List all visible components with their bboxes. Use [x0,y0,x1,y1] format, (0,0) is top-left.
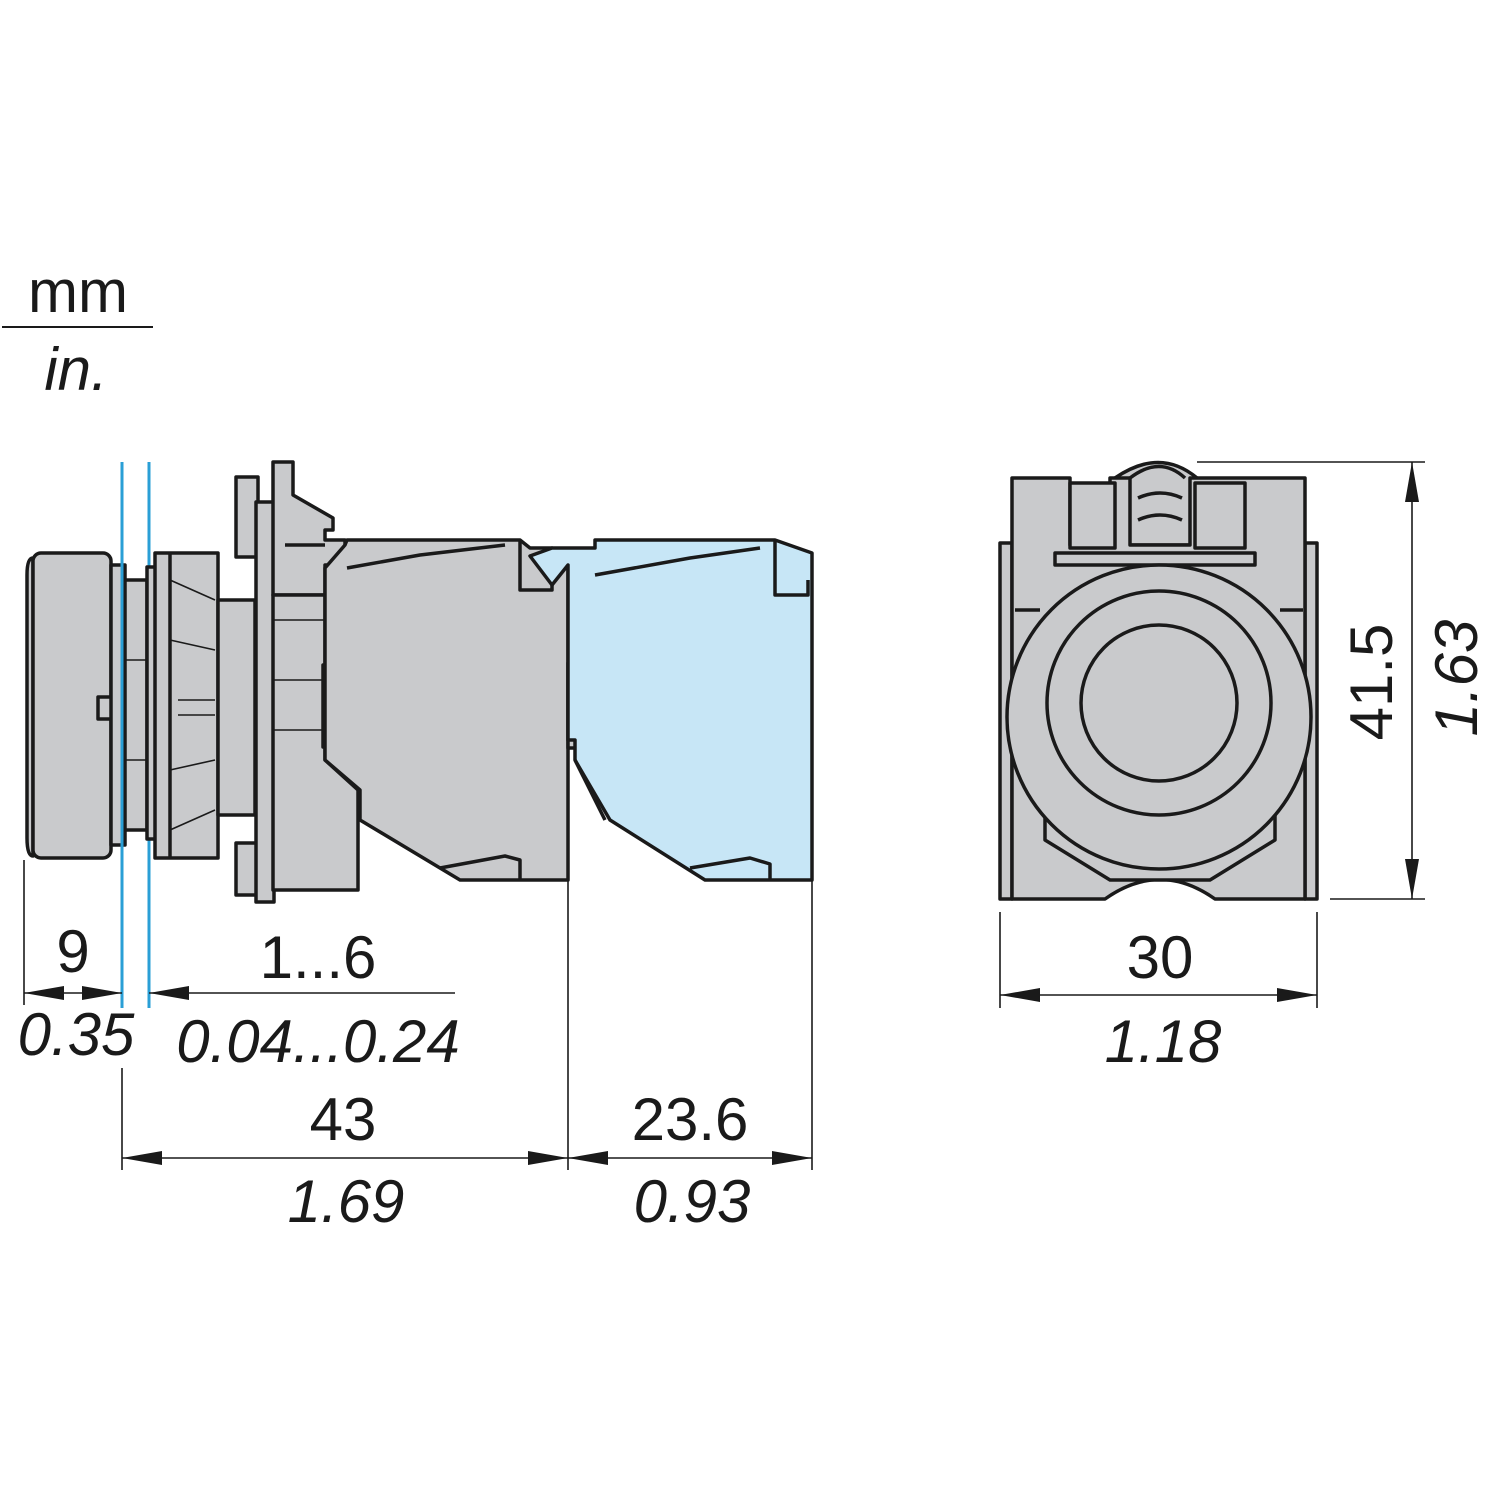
blue-contact-block [528,538,814,882]
units-legend: mm in. [2,258,153,403]
side-view: 9 0.35 1...6 0.04...0.24 43 1.69 23.6 0.… [18,460,814,1235]
dim-bezel-mm: 9 [56,918,89,985]
dim-width-in: 1.18 [1105,1008,1222,1075]
dim-height-mm: 41.5 [1338,624,1405,741]
dimension-contact-block: 23.6 0.93 [568,1086,812,1235]
fixing-nut [145,551,257,860]
dim-body-in: 1.69 [288,1168,405,1235]
front-view: 30 1.18 41.5 1.63 [998,460,1490,1075]
unit-mm-label: mm [28,258,128,325]
dimension-height: 41.5 1.63 [1338,462,1490,899]
dimension-panel-thickness: 1...6 0.04...0.24 [149,924,460,1075]
dimension-body-depth: 43 1.69 [122,1086,568,1235]
dimension-width: 30 1.18 [1000,924,1317,1075]
dim-body-mm: 43 [310,1086,377,1153]
dimension-bezel: 9 0.35 [18,918,135,1068]
dim-contact-in: 0.93 [634,1168,751,1235]
dim-contact-mm: 23.6 [632,1086,749,1153]
bezel-ring [1045,589,1273,817]
dim-panel-mm: 1...6 [260,924,377,991]
push-button-face [1005,563,1313,871]
dim-height-in: 1.63 [1423,620,1490,737]
dim-width-mm: 30 [1127,924,1194,991]
push-button-head [25,551,149,860]
button-cap [1079,623,1239,783]
dim-panel-in: 0.04...0.24 [176,1008,460,1075]
unit-in-label: in. [44,336,107,403]
gray-contact-block [323,538,580,882]
dim-bezel-in: 0.35 [18,1001,135,1068]
